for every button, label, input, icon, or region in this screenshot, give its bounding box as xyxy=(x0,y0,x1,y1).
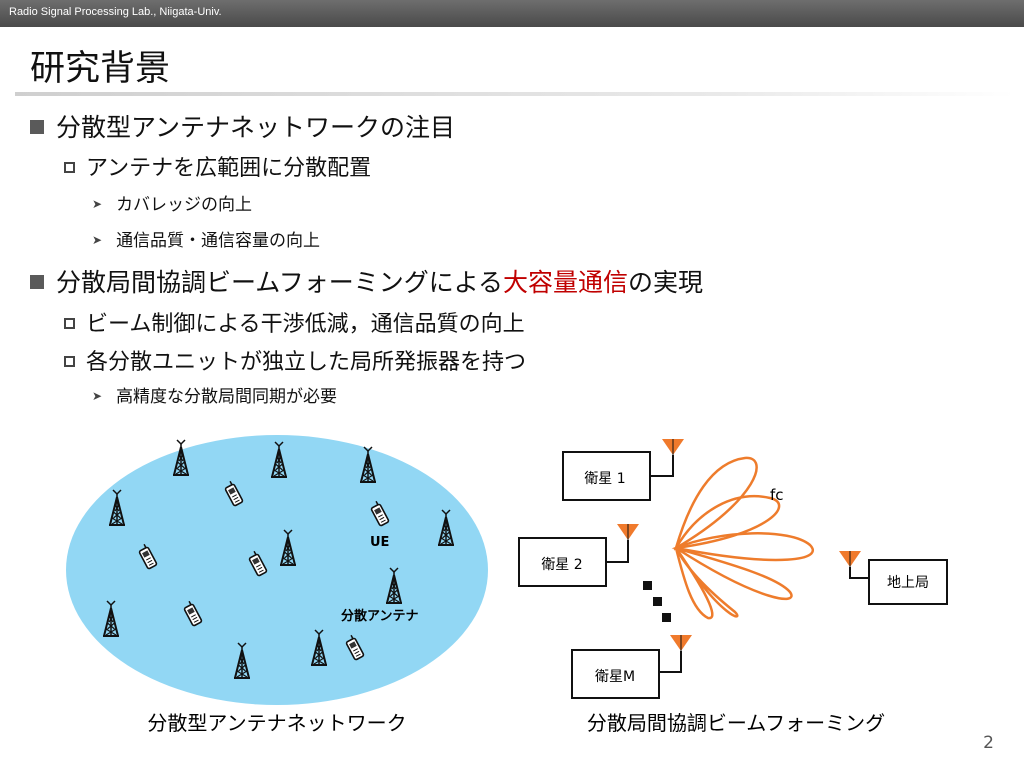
bullet-text-part: 分散局間協調ビームフォーミングによる xyxy=(56,268,504,297)
bullet-l1: 分散型アンテナネットワークの注目 xyxy=(30,108,455,144)
satellite-1-label: 衛星 1 xyxy=(584,471,625,487)
hollow-square-bullet-icon xyxy=(64,356,75,367)
square-bullet-icon xyxy=(30,120,44,134)
antenna-icon xyxy=(838,550,862,568)
bullet-l2: 各分散ユニットが独立した局所発振器を持つ xyxy=(64,344,526,376)
antenna-icon xyxy=(661,438,685,456)
bullet-text: 通信品質・通信容量の向上 xyxy=(116,231,321,251)
bullet-l3: ➤ 高精度な分散局間同期が必要 xyxy=(92,382,337,407)
satellite-2-box xyxy=(518,537,607,587)
satellite-m-label: 衛星M xyxy=(595,669,635,685)
bullet-l1: 分散局間協調ビームフォーミングによる大容量通信の実現 xyxy=(30,263,703,299)
antenna-icon xyxy=(616,523,640,541)
bullet-text: 高精度な分散局間同期が必要 xyxy=(116,387,338,407)
ground-station-box xyxy=(868,559,948,605)
frequency-label: fc xyxy=(770,486,784,504)
beam-pattern xyxy=(671,456,815,620)
bullet-l2: ビーム制御による干渉低減，通信品質の向上 xyxy=(64,306,525,338)
bullet-l2: アンテナを広範囲に分散配置 xyxy=(64,150,371,182)
antenna-icon xyxy=(669,634,693,652)
antenna-label: 分散アンテナ xyxy=(341,608,418,624)
arrow-bullet-icon: ➤ xyxy=(92,233,103,247)
bullet-text: 分散型アンテナネットワークの注目 xyxy=(56,113,456,142)
hollow-square-bullet-icon xyxy=(64,318,75,329)
satellite-m-box xyxy=(571,649,660,699)
square-bullet-icon xyxy=(30,275,44,289)
arrow-bullet-icon: ➤ xyxy=(92,389,103,403)
bullet-text: 各分散ユニットが独立した局所発振器を持つ xyxy=(86,350,527,375)
slide-title: 研究背景 xyxy=(30,49,171,89)
bullet-text-highlight: 大容量通信 xyxy=(503,268,629,297)
arrow-bullet-icon: ➤ xyxy=(92,197,103,211)
header-bar: Radio Signal Processing Lab., Niigata-Un… xyxy=(0,0,1024,27)
bullet-text-part: の実現 xyxy=(628,268,704,297)
lab-name: Radio Signal Processing Lab., Niigata-Un… xyxy=(9,6,222,18)
page-number: 2 xyxy=(983,733,994,753)
network-area xyxy=(66,435,488,705)
hollow-square-bullet-icon xyxy=(64,162,75,173)
bullet-text: ビーム制御による干渉低減，通信品質の向上 xyxy=(86,312,525,337)
title-divider xyxy=(15,92,1015,96)
left-caption: 分散型アンテナネットワーク xyxy=(147,711,406,735)
bullet-text: カバレッジの向上 xyxy=(116,195,253,215)
ue-label: UE xyxy=(370,535,389,550)
bullet-text: アンテナを広範囲に分散配置 xyxy=(86,156,372,181)
ground-station-label: 地上局 xyxy=(887,575,929,591)
satellite-2-label: 衛星 2 xyxy=(541,557,582,573)
right-caption: 分散局間協調ビームフォーミング xyxy=(587,711,885,735)
ellipsis-dots xyxy=(643,581,671,622)
bullet-l3: ➤ 通信品質・通信容量の向上 xyxy=(92,226,320,251)
bullet-l3: ➤ カバレッジの向上 xyxy=(92,190,252,215)
